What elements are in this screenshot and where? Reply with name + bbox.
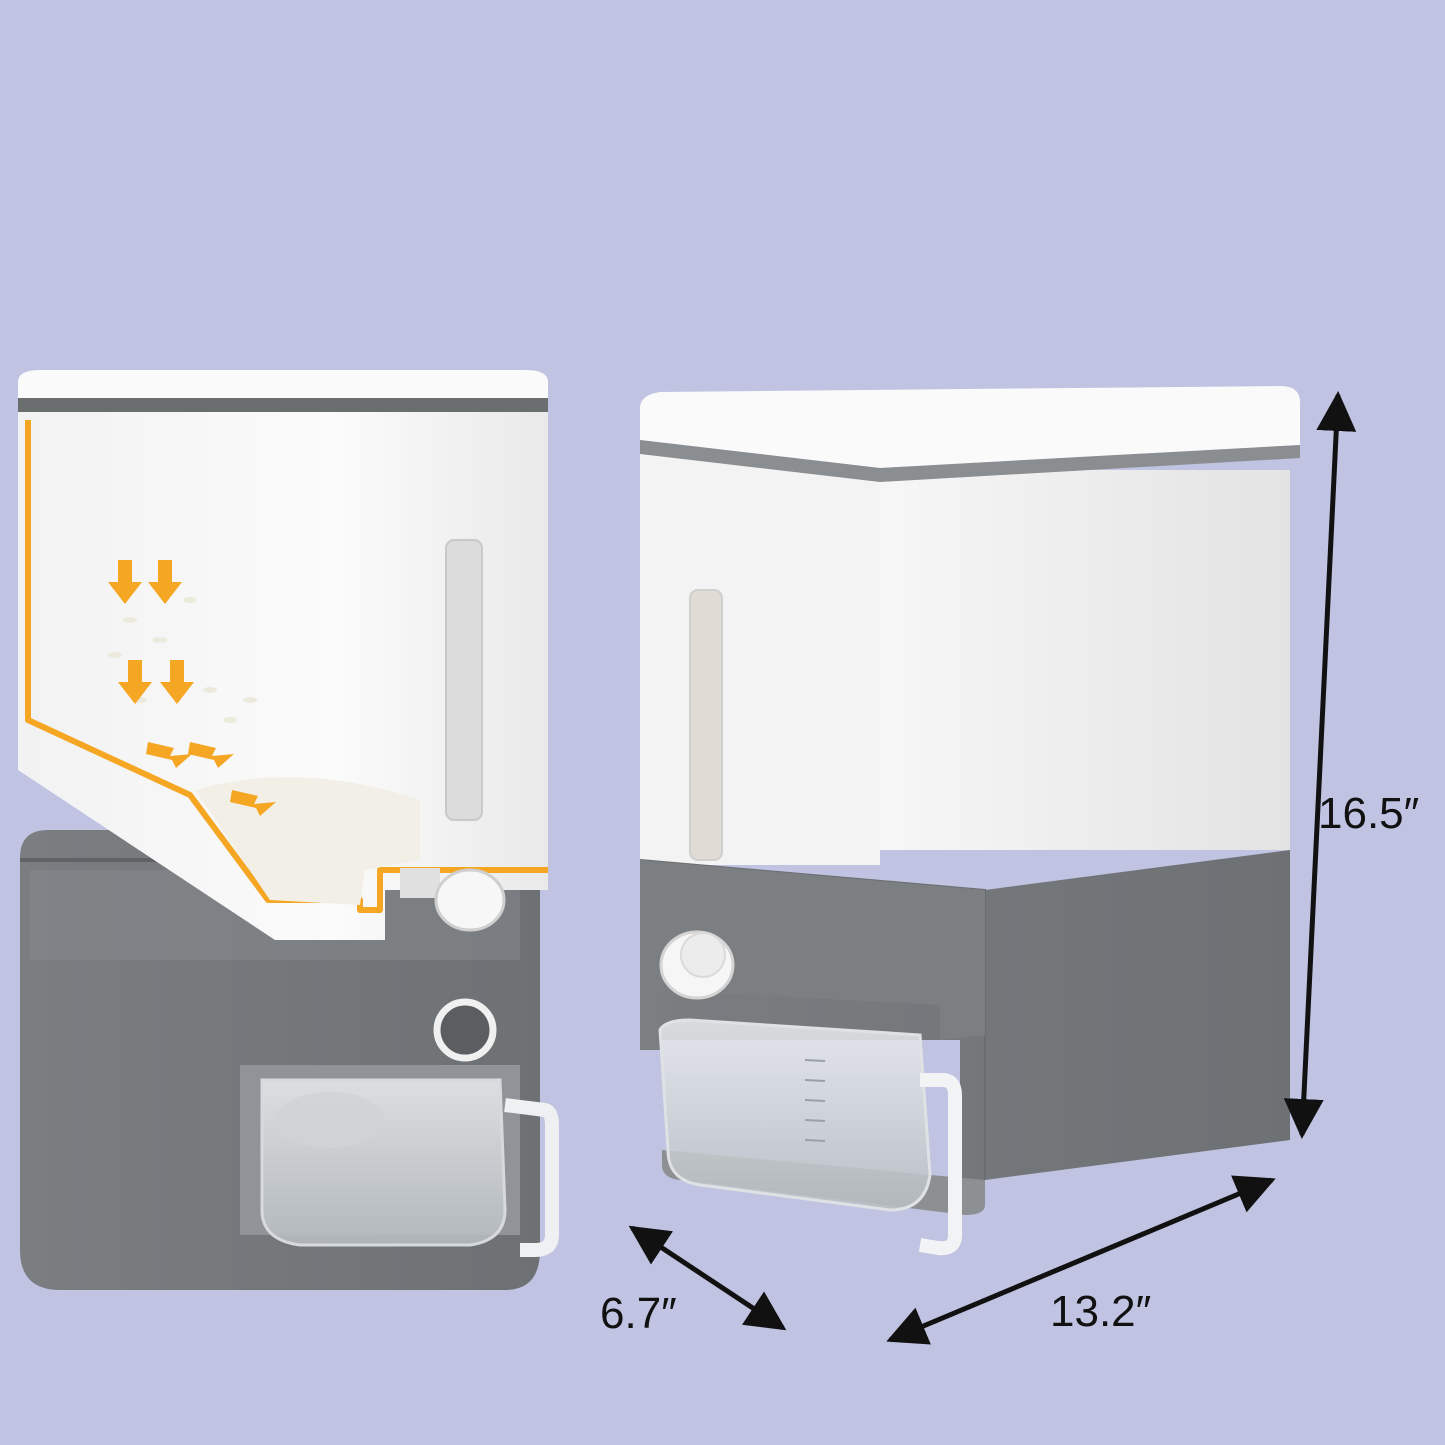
level-window	[445, 539, 483, 821]
width-dimension-label: 13.2″	[1050, 1287, 1152, 1336]
depth-arrow	[628, 1225, 787, 1331]
front-panel	[640, 440, 880, 865]
lid	[18, 370, 548, 398]
dial-knob-icon	[433, 998, 497, 1062]
dial-knob-icon	[434, 868, 506, 932]
assembled-dispenser	[639, 386, 1300, 1256]
dimension-arrows	[628, 391, 1357, 1345]
falling-rice	[108, 597, 257, 723]
knob-housing	[400, 868, 440, 898]
height-arrow	[1283, 391, 1357, 1139]
strainer	[275, 1092, 385, 1148]
rice-pile	[195, 777, 420, 905]
dispenser-column	[640, 860, 985, 1050]
width-arrow	[886, 1175, 1276, 1345]
lid	[640, 386, 1300, 468]
lid-band	[18, 398, 548, 412]
down-arrow-icon	[108, 560, 276, 816]
depth-dimension-label: 6.7″	[600, 1289, 677, 1338]
knob-cap	[680, 932, 726, 978]
cup-handle	[504, 1098, 559, 1257]
height-dimension-label: 16.5″	[1318, 789, 1420, 838]
lid-band	[640, 440, 1300, 482]
cutaway-dispenser	[18, 370, 559, 1290]
cup-measure-marks	[804, 1059, 826, 1142]
measuring-cup	[658, 1018, 932, 1212]
level-window	[689, 589, 723, 861]
side-panel	[870, 470, 1290, 850]
